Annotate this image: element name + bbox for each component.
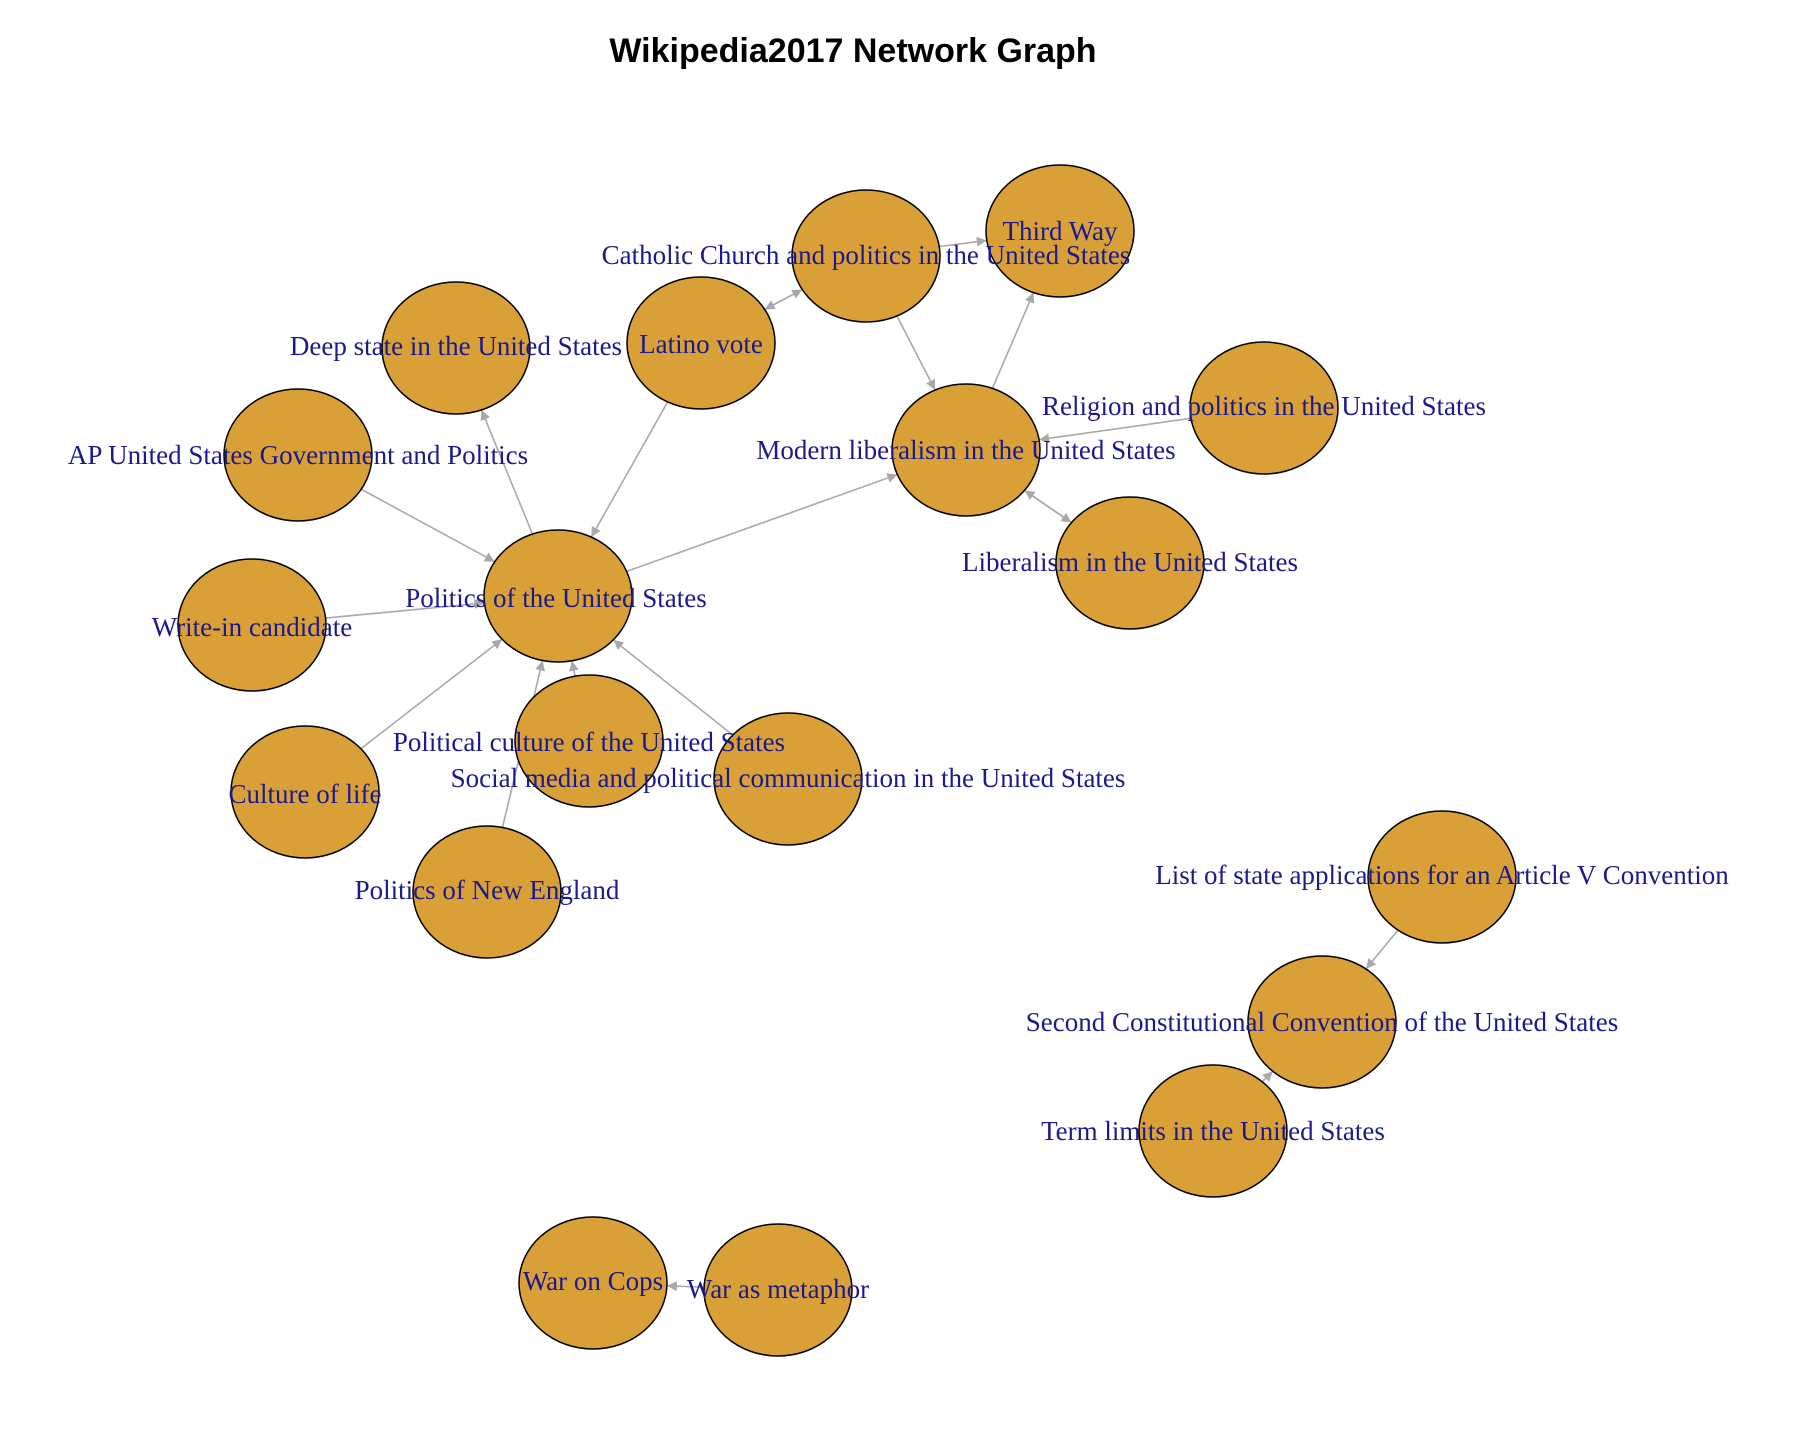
node-label-term-limits: Term limits in the United States <box>1041 1116 1385 1146</box>
node-politics-new-england[interactable] <box>412 825 562 959</box>
node-label-third-way: Third Way <box>1002 216 1118 246</box>
edge-latino-vote-to-politics-us <box>590 400 670 538</box>
edge-war-as-metaphor-to-war-on-cops <box>666 1281 706 1292</box>
node-war-as-metaphor[interactable] <box>703 1223 853 1357</box>
node-label-culture-of-life: Culture of life <box>229 779 382 809</box>
node-war-on-cops[interactable] <box>518 1216 668 1350</box>
node-catholic-church[interactable] <box>791 189 941 323</box>
edge-social-media-to-politics-us <box>612 639 735 737</box>
node-label-modern-liberalism: Modern liberalism in the United States <box>756 435 1175 465</box>
node-label-liberalism-us: Liberalism in the United States <box>962 547 1298 577</box>
node-write-in[interactable] <box>177 558 327 692</box>
edge-write-in-to-politics-us <box>324 598 485 619</box>
node-culture-of-life[interactable] <box>230 725 380 859</box>
node-modern-liberalism[interactable] <box>891 383 1041 517</box>
node-ap-gov[interactable] <box>223 388 373 522</box>
node-label-article-v: List of state applications for an Articl… <box>1155 860 1729 890</box>
node-label-war-on-cops: War on Cops <box>523 1266 663 1296</box>
node-social-media[interactable] <box>713 712 863 846</box>
node-label-politics-us: Politics of the United States <box>405 583 706 613</box>
edge-ap-gov-to-politics-us <box>359 487 496 563</box>
labels-layer: Politics of the United States AP United S… <box>68 216 1729 1304</box>
node-label-religion-politics: Religion and politics in the United Stat… <box>1042 391 1486 421</box>
edge-culture-of-life-to-politics-us <box>359 638 503 751</box>
edge-modern-liberalism-to-third-way <box>991 292 1035 390</box>
node-second-convention[interactable] <box>1247 955 1397 1089</box>
edge-political-culture-to-politics-us <box>569 660 579 678</box>
node-label-write-in: Write-in candidate <box>152 612 353 642</box>
node-latino-vote[interactable] <box>626 276 776 410</box>
edge-term-limits-to-second-convention <box>1260 1070 1274 1084</box>
edge-latino-vote-to-catholic-church <box>763 288 803 311</box>
node-label-catholic-church: Catholic Church and politics in the Unit… <box>602 240 1131 270</box>
node-liberalism-us[interactable] <box>1055 496 1205 630</box>
node-label-war-as-metaphor: War as metaphor <box>687 1274 869 1304</box>
node-term-limits[interactable] <box>1138 1064 1288 1198</box>
edge-article-v-to-second-convention <box>1365 928 1400 970</box>
node-politics-us[interactable] <box>483 529 633 663</box>
edge-catholic-church-to-third-way <box>937 236 987 248</box>
node-deep-state[interactable] <box>381 281 531 415</box>
node-label-social-media: Social media and political communication… <box>451 763 1126 793</box>
edges-layer <box>324 236 1400 1292</box>
nodes-layer <box>177 164 1517 1357</box>
node-label-ap-gov: AP United States Government and Politics <box>68 440 528 470</box>
node-label-second-convention: Second Constitutional Convention of the … <box>1026 1007 1618 1037</box>
node-label-political-culture: Political culture of the United States <box>393 727 785 757</box>
node-political-culture[interactable] <box>514 674 664 808</box>
node-label-deep-state: Deep state in the United States <box>290 331 622 361</box>
node-religion-politics[interactable] <box>1189 341 1339 475</box>
node-label-politics-new-england: Politics of New England <box>355 875 620 905</box>
graph-title: Wikipedia2017 Network Graph <box>609 32 1096 70</box>
node-third-way[interactable] <box>985 164 1135 298</box>
edge-politics-us-to-deep-state <box>480 409 534 536</box>
edge-religion-politics-to-modern-liberalism <box>1038 417 1193 444</box>
edge-politics-us-to-modern-liberalism <box>625 473 898 573</box>
node-label-latino-vote: Latino vote <box>639 329 763 359</box>
edge-modern-liberalism-to-liberalism-us <box>1022 488 1072 524</box>
node-article-v[interactable] <box>1367 810 1517 944</box>
edge-catholic-church-to-modern-liberalism <box>895 314 936 391</box>
